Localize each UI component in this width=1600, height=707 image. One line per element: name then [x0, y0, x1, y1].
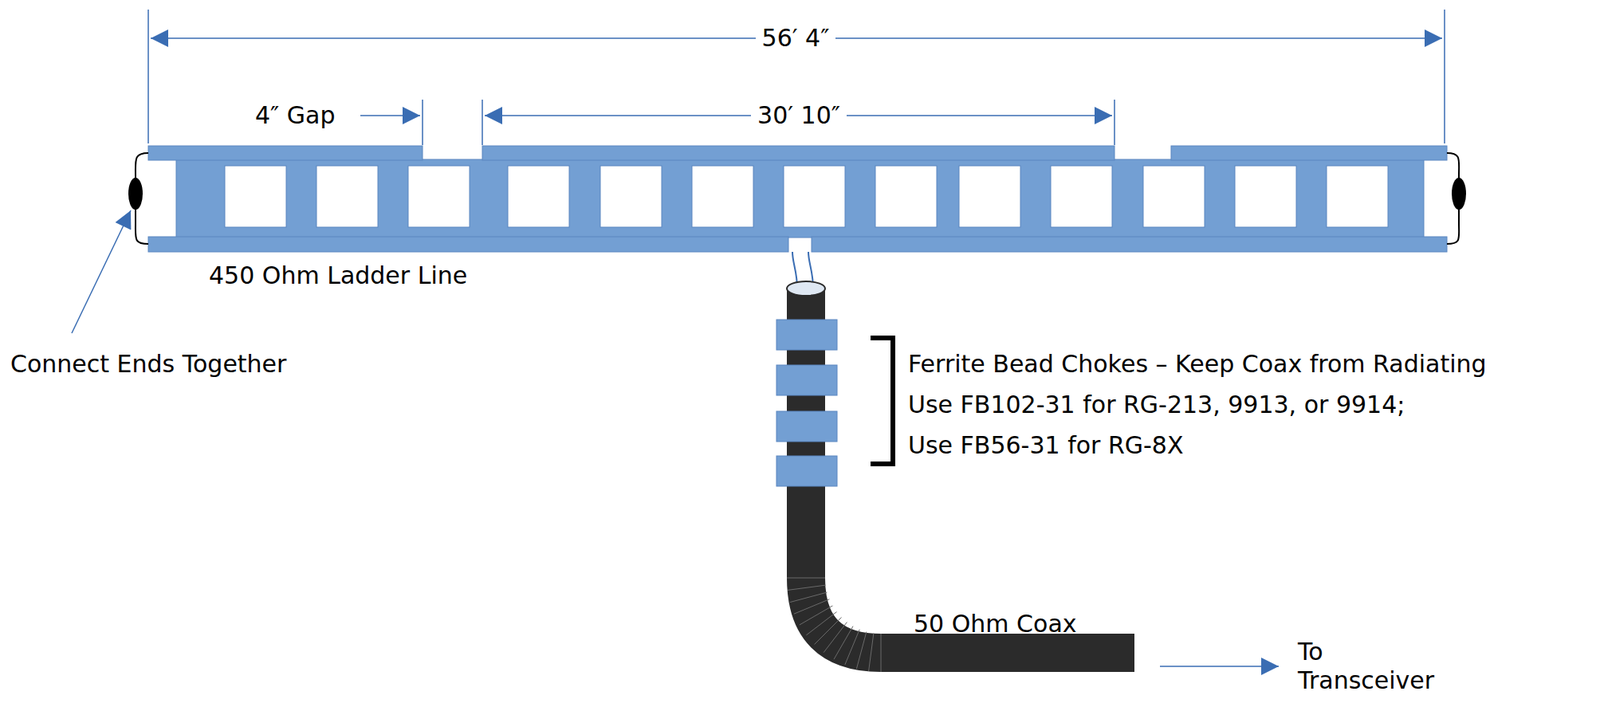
dimension-lines [71, 9, 1445, 667]
callout-note: Connect Ends Together [10, 349, 287, 379]
part-label: 50 Ohm Coax [913, 609, 1078, 639]
note-text: Use FB56-31 for RG-8X [908, 431, 1184, 460]
dimension-label: 4″ Gap [255, 101, 336, 130]
note-text: Ferrite Bead Chokes – Keep Coax from Rad… [908, 349, 1487, 379]
ladder-windows [224, 165, 1388, 228]
part-label: 450 Ohm Ladder Line [208, 261, 468, 291]
end-shorts [135, 153, 1459, 244]
ladder-line [148, 145, 1447, 252]
note-text: Use FB102-31 for RG-213, 9913, or 9914; [908, 390, 1405, 420]
coax-cable [786, 281, 1135, 673]
bracket [870, 338, 893, 464]
destination-label: To Transceiver [1297, 637, 1458, 696]
dimension-label: 30′ 10″ [750, 101, 847, 130]
end-connection [128, 177, 143, 210]
dimension-label: 56′ 4″ [755, 23, 837, 53]
end-connection [1451, 177, 1467, 210]
ferrite-beads [776, 319, 838, 487]
